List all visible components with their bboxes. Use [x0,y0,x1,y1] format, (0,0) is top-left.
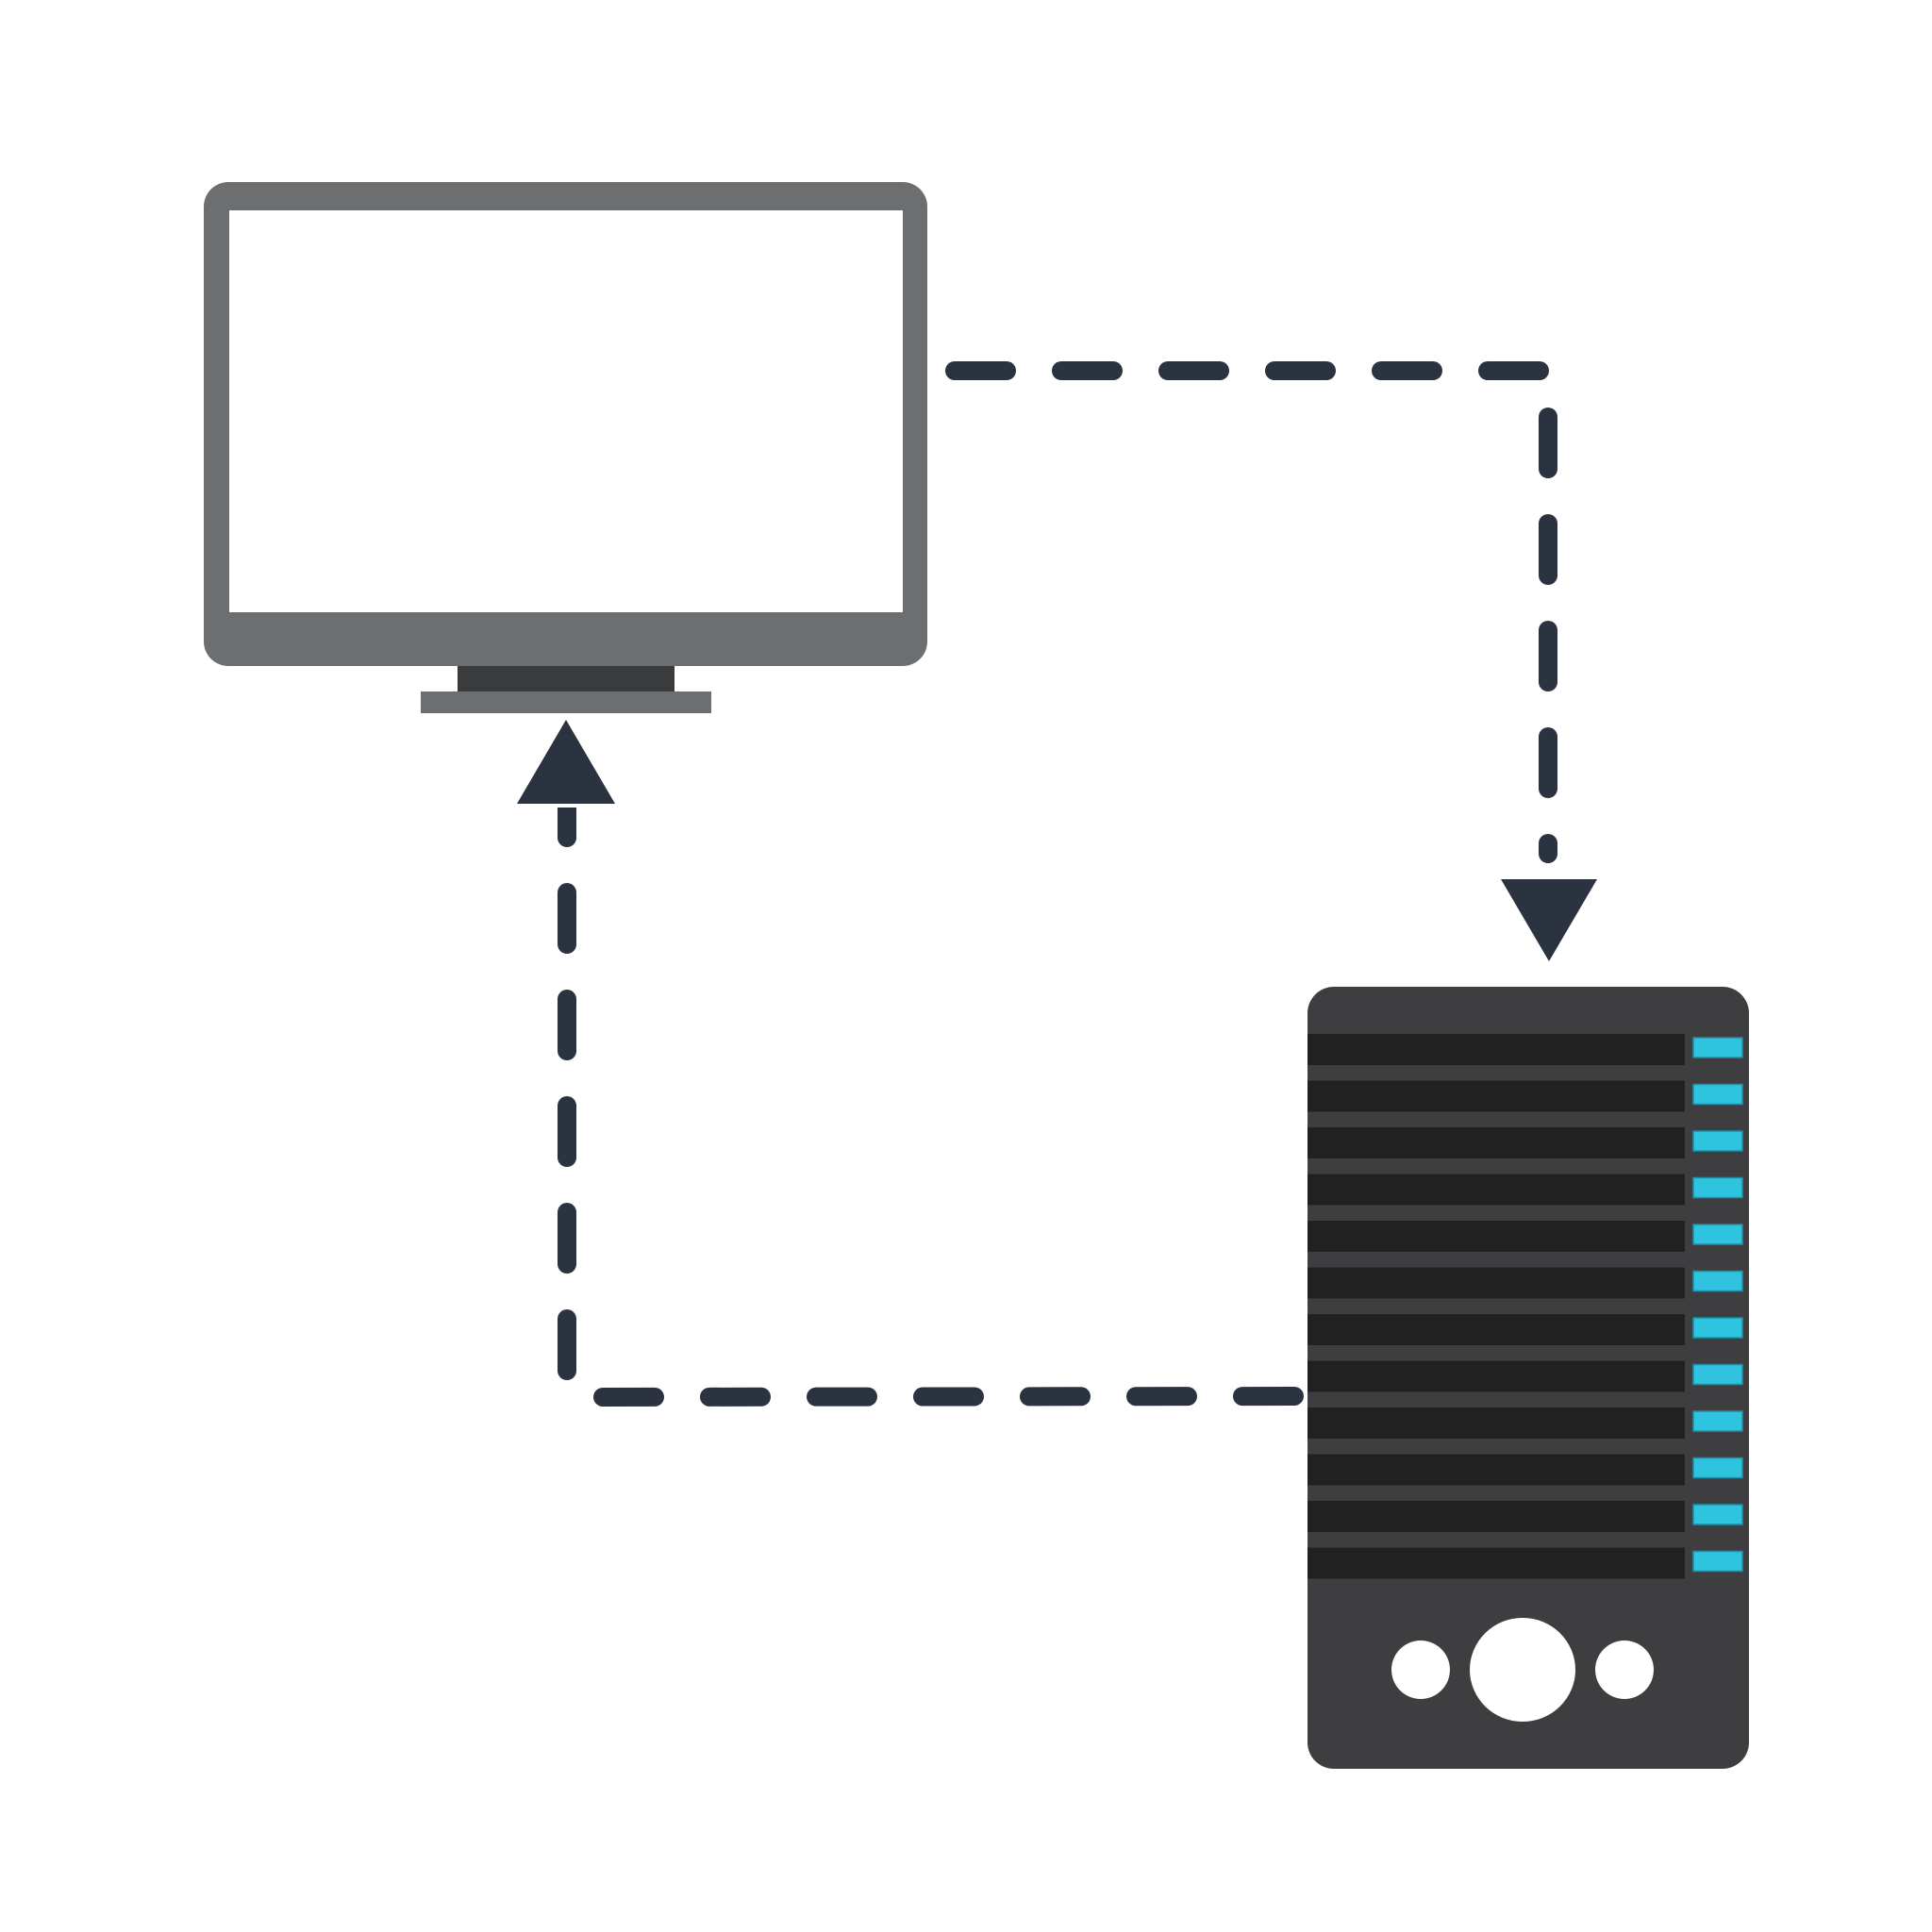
drive-led-indicator [1692,1363,1743,1386]
dashed-connector-line [945,361,1557,863]
server-button-small-right [1595,1641,1654,1699]
monitor-icon [204,182,927,713]
arrow-stem [558,808,576,836]
drive-bay [1307,1267,1685,1299]
drive-bay [1307,1080,1685,1112]
monitor-base [421,691,711,713]
drive-led-indicator [1692,1270,1743,1292]
drive-bay [1307,1127,1685,1158]
drive-led-indicator [1692,1037,1743,1058]
drive-bay [1307,1407,1685,1439]
drive-led-indicator [1692,1317,1743,1339]
dashed-connector-line [558,826,1304,1407]
drive-bay [1307,1314,1685,1345]
drive-bay [1307,1454,1685,1486]
server-power-button [1470,1618,1575,1722]
drive-led-indicator [1692,1083,1743,1106]
monitor-screen [229,210,903,612]
drive-bay [1307,1501,1685,1532]
drive-bay [1307,1034,1685,1065]
drive-led-indicator [1692,1176,1743,1199]
server-drive-bays [1307,1034,1743,1579]
arrowhead-up [517,720,615,804]
server-icon [1307,987,1749,1769]
connector-client-to-server [945,361,1597,961]
monitor-neck [458,666,675,692]
drive-led-indicator [1692,1504,1743,1525]
drive-bay [1307,1547,1685,1579]
drive-led-indicator [1692,1550,1743,1573]
drive-led-indicator [1692,1130,1743,1152]
connector-server-to-client [517,720,1304,1407]
server-button-small-left [1391,1641,1450,1699]
drive-bay [1307,1221,1685,1252]
drive-led-indicator [1692,1224,1743,1245]
drive-led-indicator [1692,1410,1743,1432]
arrowhead-down [1501,879,1597,961]
drive-bay [1307,1174,1685,1206]
drive-led-indicator [1692,1457,1743,1479]
drive-bay [1307,1360,1685,1392]
